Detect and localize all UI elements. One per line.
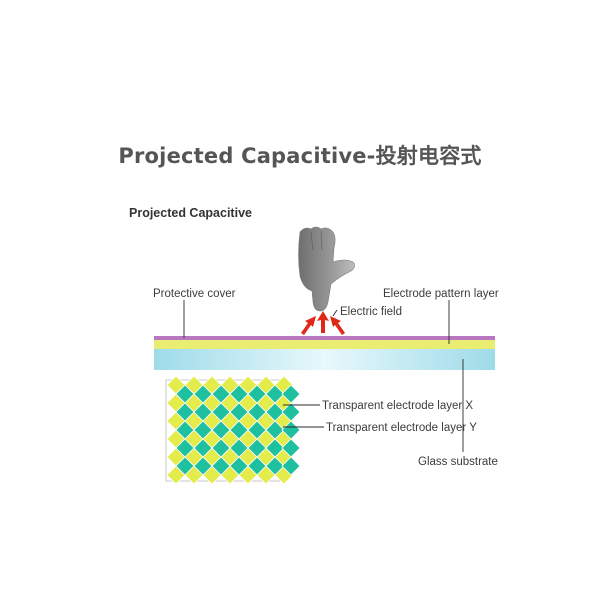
label-glass-substrate: Glass substrate [418,456,498,468]
electric-field-arrows [301,311,345,335]
leader-electric-field [332,309,338,317]
layer-stack [154,336,495,370]
electrode-y-diamond [175,456,195,476]
electrode-y-diamond [247,456,267,476]
label-electrode-layer-x: Transparent electrode layer X [322,400,473,412]
electrode-pattern-layer [154,340,495,349]
finger-icon [298,226,355,312]
diagram-heading: Projected Capacitive [129,206,252,220]
electrode-y-diamond [211,456,231,476]
electrode-y-diamond [193,456,213,476]
label-electric-field: Electric field [340,306,402,318]
electrode-y-diamond [229,456,249,476]
protective-cover-layer [154,336,495,340]
label-electrode-layer-y: Transparent electrode layer Y [326,422,477,434]
leader-lines [183,300,464,452]
label-electrode-pattern-layer: Electrode pattern layer [383,288,499,300]
electrode-grid [165,375,301,485]
electrode-y-diamond [265,456,285,476]
label-protective-cover: Protective cover [153,288,236,300]
glass-substrate-layer [154,349,495,370]
page-title: Projected Capacitive-投射电容式 [118,144,482,168]
electrode-y-diamond [281,456,301,476]
